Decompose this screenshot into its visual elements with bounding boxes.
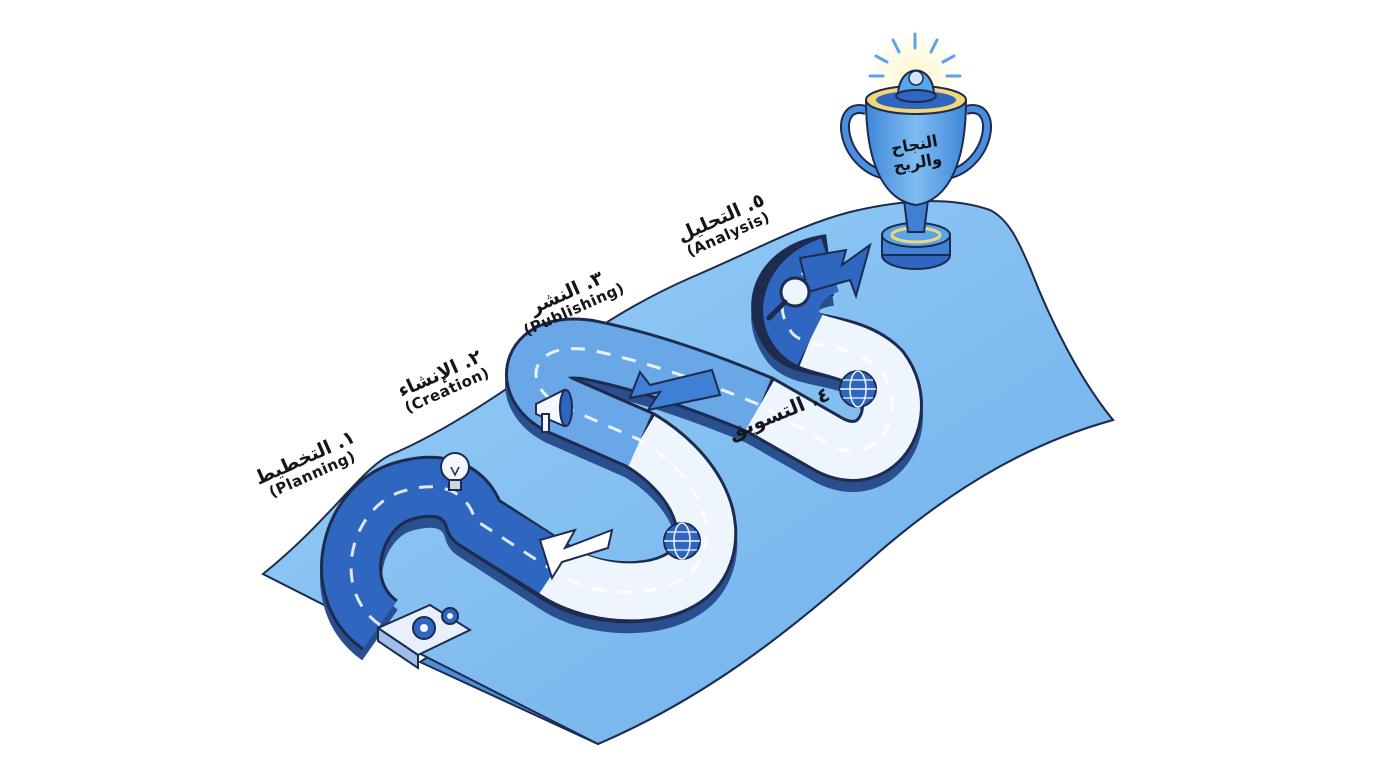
gears-icon (412, 607, 459, 640)
megaphone-icon (535, 388, 573, 433)
lightbulb-icon (440, 452, 470, 491)
globe-icon-marketing (839, 370, 877, 408)
road-arrows (538, 242, 872, 581)
globe-icon (663, 522, 701, 560)
magnifier-icon (766, 276, 811, 321)
trophy-icon (840, 27, 992, 270)
